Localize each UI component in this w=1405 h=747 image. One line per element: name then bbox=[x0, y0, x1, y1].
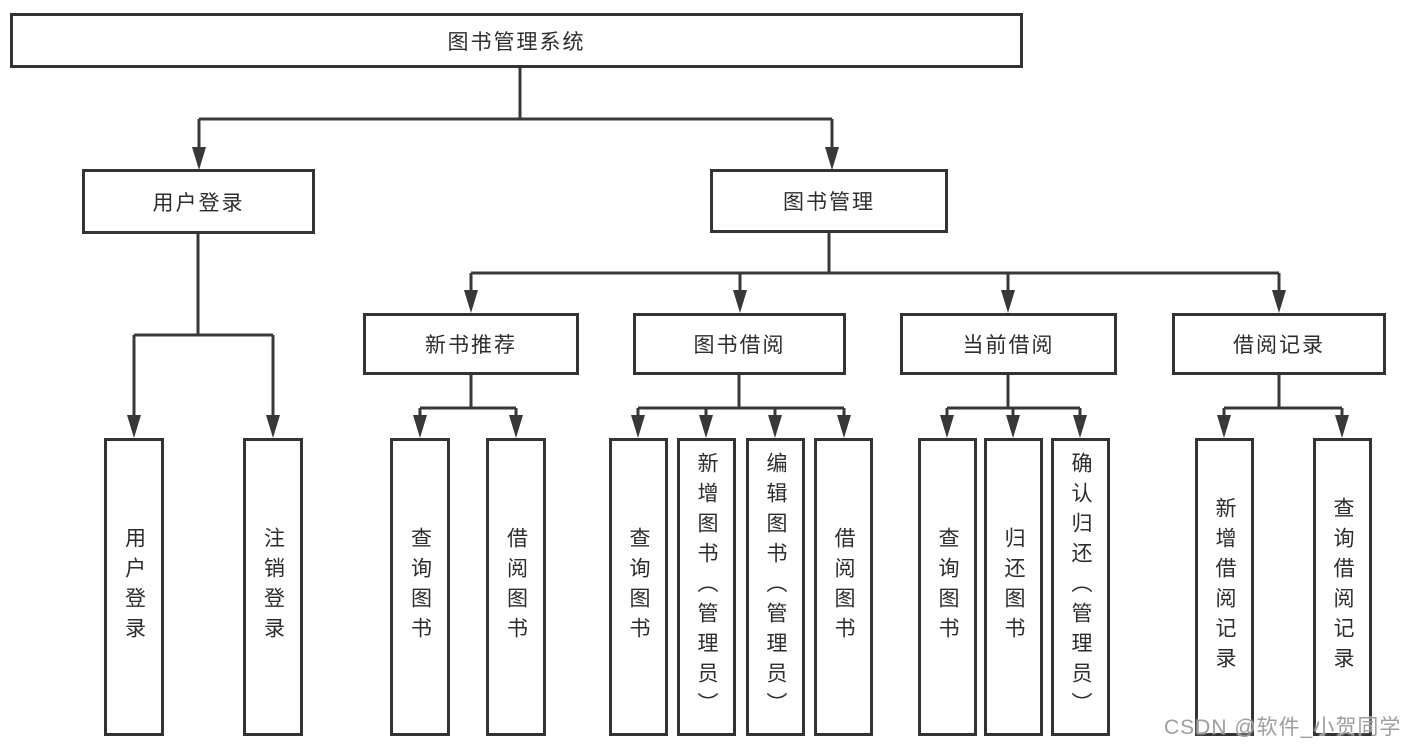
node-book-management: 图书管理 bbox=[710, 169, 948, 233]
node-library-management-system: 图书管理系统 bbox=[10, 13, 1023, 68]
leaf-query-books-current: 查询图书 bbox=[918, 438, 977, 736]
leaf-borrow-books-borrowing: 借阅图书 bbox=[814, 438, 873, 736]
node-borrowing-records: 借阅记录 bbox=[1172, 313, 1386, 375]
node-label: 确认归还（管理员） bbox=[1069, 452, 1092, 722]
node-label: 借阅记录 bbox=[1233, 334, 1325, 357]
node-label: 新增图书（管理员） bbox=[695, 452, 718, 722]
node-label: 图书管理 bbox=[783, 191, 875, 214]
node-label: 当前借阅 bbox=[962, 334, 1055, 357]
leaf-logout-login: 注销登录 bbox=[243, 438, 303, 736]
node-new-book-recommendation: 新书推荐 bbox=[363, 313, 579, 375]
node-current-borrowing: 当前借阅 bbox=[900, 313, 1117, 375]
node-label: 查询借阅记录 bbox=[1331, 497, 1354, 677]
leaf-query-borrow-record: 查询借阅记录 bbox=[1313, 438, 1372, 736]
leaf-confirm-return-admin: 确认归还（管理员） bbox=[1051, 438, 1110, 736]
node-label: 归还图书 bbox=[1002, 527, 1025, 647]
node-label: 借阅图书 bbox=[504, 527, 528, 647]
node-label: 借阅图书 bbox=[832, 527, 855, 647]
leaf-return-books: 归还图书 bbox=[984, 438, 1043, 736]
node-label: 图书借阅 bbox=[693, 334, 786, 357]
node-label: 查询图书 bbox=[408, 527, 432, 647]
node-label: 图书管理系统 bbox=[447, 30, 586, 54]
csdn-watermark: CSDN @软件_小贺同学 bbox=[1164, 716, 1402, 739]
leaf-user-login: 用户登录 bbox=[104, 438, 164, 736]
leaf-borrow-books-recommend: 借阅图书 bbox=[486, 438, 546, 736]
leaf-query-books-borrowing: 查询图书 bbox=[609, 438, 668, 736]
node-label: 新书推荐 bbox=[425, 334, 517, 357]
leaf-edit-book-admin: 编辑图书（管理员） bbox=[746, 438, 805, 736]
arrowheads bbox=[127, 147, 1349, 438]
node-label: 用户登录 bbox=[152, 191, 245, 215]
node-label: 查询图书 bbox=[627, 527, 650, 647]
leaf-query-books-recommend: 查询图书 bbox=[390, 438, 450, 736]
node-label: 编辑图书（管理员） bbox=[764, 452, 787, 722]
node-label: 注销登录 bbox=[261, 527, 285, 647]
node-label: 用户登录 bbox=[122, 527, 146, 647]
node-label: 新增借阅记录 bbox=[1213, 497, 1236, 677]
node-user-login: 用户登录 bbox=[82, 169, 315, 234]
leaf-add-borrow-record: 新增借阅记录 bbox=[1195, 438, 1254, 736]
node-label: 查询图书 bbox=[936, 527, 959, 647]
node-book-borrowing: 图书借阅 bbox=[633, 313, 846, 375]
leaf-add-book-admin: 新增图书（管理员） bbox=[677, 438, 736, 736]
